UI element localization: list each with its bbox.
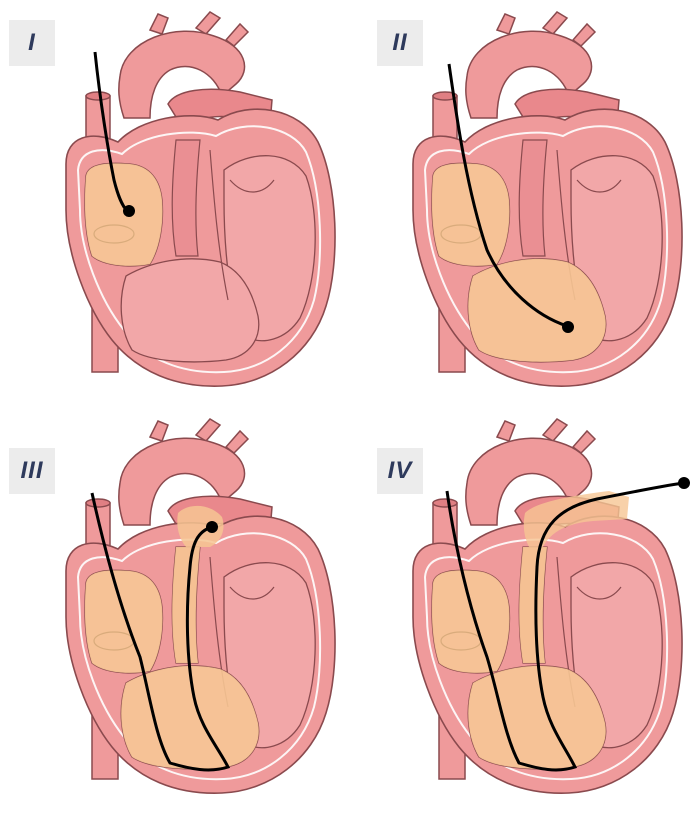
catheter-tip (562, 321, 574, 333)
stage-label-box: IV (377, 448, 423, 494)
stage-label-box: III (9, 448, 55, 494)
right-atrium-highlight (432, 163, 510, 266)
right-atrium-highlight (432, 570, 510, 673)
right-atrium-highlight (85, 570, 163, 673)
stage-label-box: I (9, 20, 55, 66)
stage-label: IV (388, 457, 413, 485)
stage-label: I (28, 29, 36, 57)
panel-stage-1: I (0, 0, 346, 407)
stage-label: II (392, 29, 407, 57)
panel-stage-3: III (0, 407, 346, 814)
right-atrium-highlight (85, 163, 163, 266)
catheter-tip (206, 521, 218, 533)
stage-label: III (20, 457, 43, 485)
stage-label-box: II (377, 20, 423, 66)
panel-stage-2: II (347, 0, 693, 407)
panel-stage-4: IV (347, 407, 693, 814)
outflow-tract-highlight (519, 547, 547, 663)
catheter-tip (678, 477, 690, 489)
catheter-tip (123, 205, 135, 217)
